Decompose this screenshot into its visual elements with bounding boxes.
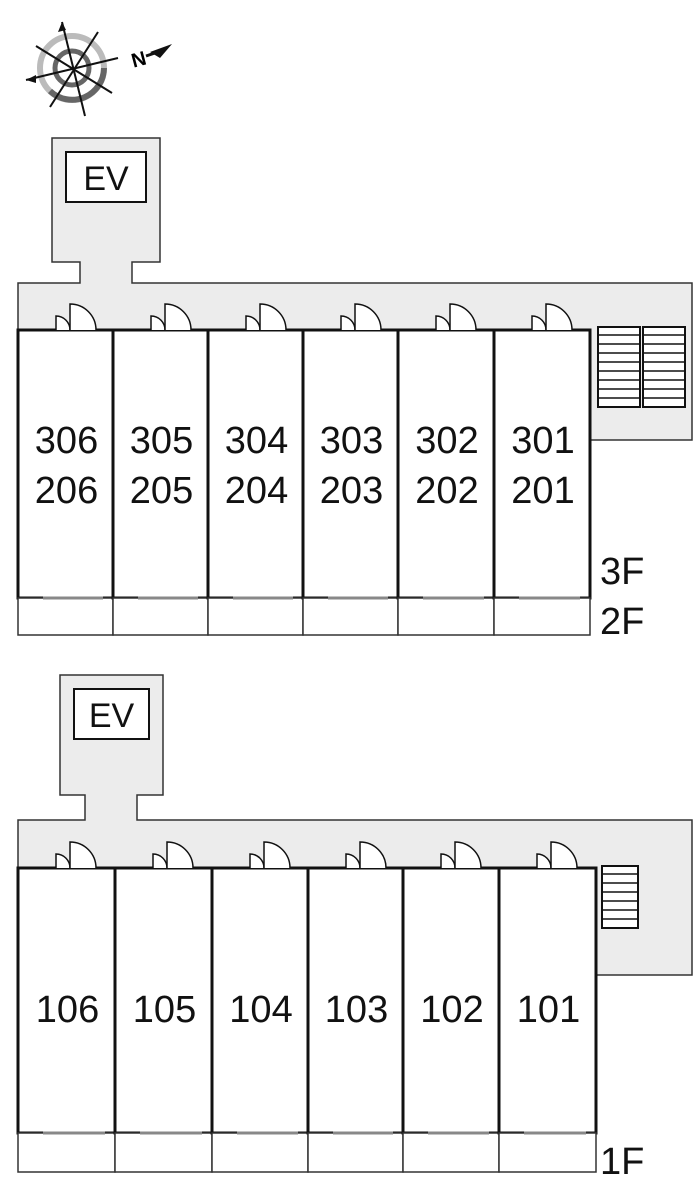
unit-room: [306, 866, 405, 1135]
unit-room: [492, 328, 592, 600]
unit-number: 303: [320, 420, 383, 462]
floor-label: 3F: [600, 551, 644, 593]
stairs-icon: [601, 865, 639, 929]
balcony: [493, 597, 591, 636]
door-icon: [354, 303, 382, 331]
door-icon: [69, 303, 97, 331]
compass-icon: N: [25, 21, 172, 117]
elevator-label: EV: [83, 160, 129, 198]
unit-number: 102: [420, 989, 483, 1031]
balcony: [498, 1132, 597, 1173]
unit-number: 205: [130, 470, 193, 512]
door-icon: [454, 841, 482, 869]
door-icon: [69, 841, 97, 869]
door-icon: [545, 303, 573, 331]
unit-room: [301, 328, 400, 600]
upper-floors-block: EV 306 206 305 205 304 204 303 203 302 202 301 201 3F…: [16, 137, 693, 643]
balcony: [211, 1132, 309, 1173]
unit-number: 206: [35, 470, 98, 512]
balcony: [112, 597, 209, 636]
balcony: [17, 597, 114, 636]
door-icon: [449, 303, 477, 331]
unit-number: 306: [35, 420, 98, 462]
elevator-box: [73, 688, 150, 740]
unit-number: 104: [229, 989, 292, 1031]
unit-number: 201: [511, 470, 574, 512]
door-icon: [550, 841, 578, 869]
compass-north-label: N: [129, 48, 149, 73]
balcony: [17, 1132, 116, 1173]
door-icon: [359, 841, 387, 869]
unit-room: [111, 328, 210, 600]
elevator-label: EV: [89, 697, 135, 735]
unit-room: [113, 866, 214, 1135]
door-icon: [263, 841, 291, 869]
unit-number: 204: [225, 470, 288, 512]
unit-room: [16, 328, 115, 600]
door-icon: [166, 841, 194, 869]
balcony: [307, 1132, 404, 1173]
unit-number: 304: [225, 420, 288, 462]
unit-room: [16, 866, 117, 1135]
balcony: [302, 597, 399, 636]
stairs-icon: [642, 326, 686, 408]
balcony: [397, 597, 495, 636]
unit-room: [497, 866, 598, 1135]
floor-label: 2F: [600, 601, 644, 643]
balcony: [207, 597, 304, 636]
stairs-icon: [597, 326, 641, 408]
unit-number: 101: [517, 989, 580, 1031]
balcony: [402, 1132, 500, 1173]
door-icon: [259, 303, 287, 331]
unit-number: 105: [133, 989, 196, 1031]
unit-number: 305: [130, 420, 193, 462]
unit-room: [396, 328, 496, 600]
unit-number: 106: [36, 989, 99, 1031]
floor-label: 1F: [600, 1141, 644, 1183]
unit-room: [206, 328, 305, 600]
first-floor-block: EV 106 105 104 103 102 101 1F: [16, 674, 693, 1183]
elevator-box: [65, 151, 147, 203]
unit-number: 103: [325, 989, 388, 1031]
balcony: [114, 1132, 213, 1173]
door-icon: [164, 303, 192, 331]
unit-number: 202: [415, 470, 478, 512]
unit-number: 301: [511, 420, 574, 462]
unit-number: 203: [320, 470, 383, 512]
unit-room: [401, 866, 501, 1135]
unit-number: 302: [415, 420, 478, 462]
